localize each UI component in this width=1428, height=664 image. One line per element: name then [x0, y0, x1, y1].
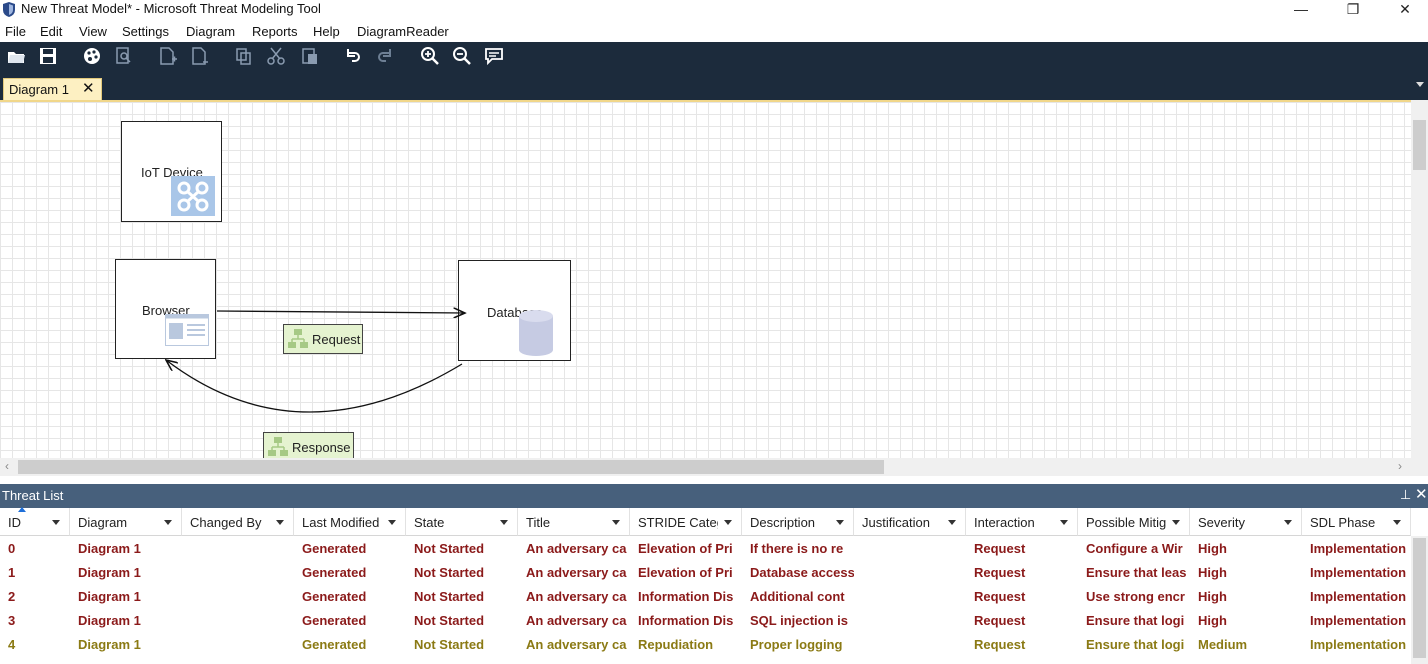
cut-icon[interactable]	[266, 46, 286, 66]
browser-node[interactable]: Browser	[115, 259, 216, 359]
iot-device-node[interactable]: IoT Device	[121, 121, 222, 222]
filter-icon[interactable]	[836, 520, 844, 525]
filter-icon[interactable]	[1172, 520, 1180, 525]
filter-icon[interactable]	[1393, 520, 1401, 525]
filter-icon[interactable]	[1060, 520, 1068, 525]
grid-vertical-scrollbar[interactable]	[1411, 536, 1428, 664]
restore-button[interactable]: ❐	[1346, 1, 1360, 17]
threat-list-header: Threat List ⊥ ✕	[0, 484, 1428, 508]
filter-icon[interactable]	[612, 520, 620, 525]
comment-icon[interactable]	[484, 46, 504, 66]
filter-icon[interactable]	[388, 520, 396, 525]
filter-icon[interactable]	[500, 520, 508, 525]
menu-edit[interactable]: Edit	[40, 24, 63, 39]
table-row[interactable]: 3 Diagram 1 Generated Not Started An adv…	[8, 613, 1407, 628]
column-header-stride-category[interactable]: STRIDE Categ	[630, 508, 742, 536]
tab-diagram-1[interactable]: Diagram 1 ✕	[3, 78, 102, 100]
menu-diagram[interactable]: Diagram	[186, 24, 236, 39]
filter-icon[interactable]	[276, 520, 284, 525]
scroll-thumb[interactable]	[1413, 538, 1426, 658]
browser-window-icon	[165, 314, 209, 346]
diagram-canvas[interactable]: IoT Device Browser Database	[0, 100, 1411, 458]
menu-reports[interactable]: Reports	[252, 24, 298, 39]
window-title: New Threat Model* - Microsoft Threat Mod…	[21, 1, 321, 16]
menu-file[interactable]: File	[5, 24, 26, 39]
copy-icon[interactable]	[234, 46, 254, 66]
menu-view[interactable]: View	[79, 24, 107, 39]
toolbar	[0, 42, 1428, 70]
paste-icon[interactable]	[300, 46, 320, 66]
database-cylinder-icon	[519, 310, 553, 356]
zoom-out-icon[interactable]	[452, 46, 472, 66]
scroll-thumb[interactable]	[1413, 120, 1426, 170]
search-doc-icon[interactable]	[114, 46, 134, 66]
column-header-diagram[interactable]: Diagram	[70, 508, 182, 536]
panel-separator	[0, 476, 1428, 484]
threat-list-title: Threat List	[2, 488, 64, 503]
pin-icon[interactable]: ⊥	[1400, 487, 1412, 502]
tab-close-icon[interactable]: ✕	[82, 80, 95, 97]
palette-icon[interactable]	[82, 46, 102, 66]
response-label: Response	[292, 440, 351, 455]
menu-help[interactable]: Help	[313, 24, 340, 39]
column-header-last-modified[interactable]: Last Modified	[294, 508, 406, 536]
column-header-severity[interactable]: Severity	[1190, 508, 1302, 536]
undo-icon[interactable]	[342, 46, 362, 66]
document-tabs: Diagram 1 ✕	[0, 70, 1428, 100]
open-icon[interactable]	[6, 46, 26, 66]
filter-icon[interactable]	[724, 520, 732, 525]
response-flow-label[interactable]: Response	[263, 432, 354, 458]
column-header-possible-mitigation[interactable]: Possible Mitig	[1078, 508, 1190, 536]
column-header-justification[interactable]: Justification	[854, 508, 966, 536]
canvas-horizontal-scrollbar[interactable]: ‹ ›	[0, 458, 1428, 476]
redo-icon[interactable]	[376, 46, 396, 66]
column-header-id[interactable]: ID	[0, 507, 70, 536]
table-row[interactable]: 0 Diagram 1 Generated Not Started An adv…	[8, 541, 1407, 556]
scroll-thumb[interactable]	[18, 460, 884, 474]
filter-icon[interactable]	[164, 520, 172, 525]
column-header-state[interactable]: State	[406, 508, 518, 536]
filter-icon[interactable]	[1284, 520, 1292, 525]
response-flow-arrow[interactable]	[166, 360, 463, 413]
column-header-sdl-phase[interactable]: SDL Phase	[1302, 508, 1411, 536]
table-row[interactable]: 2 Diagram 1 Generated Not Started An adv…	[8, 589, 1407, 604]
filter-icon[interactable]	[948, 520, 956, 525]
close-button[interactable]: ✕	[1399, 1, 1411, 17]
column-header-interaction[interactable]: Interaction	[966, 508, 1078, 536]
scroll-right-icon[interactable]: ›	[1398, 459, 1402, 473]
menu-settings[interactable]: Settings	[122, 24, 169, 39]
request-flow-label[interactable]: Request	[283, 324, 363, 354]
flow-hierarchy-icon	[288, 329, 308, 348]
tab-overflow-icon[interactable]	[1416, 82, 1424, 87]
save-icon[interactable]	[38, 46, 58, 66]
threat-grid: ID Diagram Changed By Last Modified Stat…	[0, 507, 1428, 664]
data-flows	[0, 102, 1411, 413]
panel-close-icon[interactable]: ✕	[1415, 486, 1428, 503]
column-header-title[interactable]: Title	[518, 508, 630, 536]
tab-label: Diagram 1	[9, 82, 69, 97]
filter-icon[interactable]	[52, 520, 60, 525]
menu-diagramreader[interactable]: DiagramReader	[357, 24, 449, 39]
request-flow-arrow[interactable]	[216, 311, 465, 313]
table-row[interactable]: 4 Diagram 1 Generated Not Started An adv…	[8, 637, 1407, 652]
database-node[interactable]: Database	[458, 260, 571, 361]
title-bar: New Threat Model* - Microsoft Threat Mod…	[0, 0, 1428, 20]
app-shield-icon	[3, 2, 15, 17]
iot-device-icon	[171, 176, 215, 216]
new-diagram-icon[interactable]	[158, 46, 178, 66]
menu-bar: File Edit View Settings Diagram Reports …	[0, 22, 1428, 42]
new-doc-icon[interactable]	[190, 46, 210, 66]
scroll-left-icon[interactable]: ‹	[5, 459, 9, 473]
canvas-vertical-scrollbar[interactable]	[1411, 100, 1428, 458]
table-row[interactable]: 1 Diagram 1 Generated Not Started An adv…	[8, 565, 1407, 580]
column-header-changed-by[interactable]: Changed By	[182, 508, 294, 536]
sort-ascending-icon	[18, 507, 26, 512]
request-label: Request	[312, 332, 361, 347]
minimize-button[interactable]: —	[1294, 1, 1308, 17]
column-header-description[interactable]: Description	[742, 508, 854, 536]
flow-hierarchy-icon	[268, 437, 288, 456]
zoom-in-icon[interactable]	[420, 46, 440, 66]
